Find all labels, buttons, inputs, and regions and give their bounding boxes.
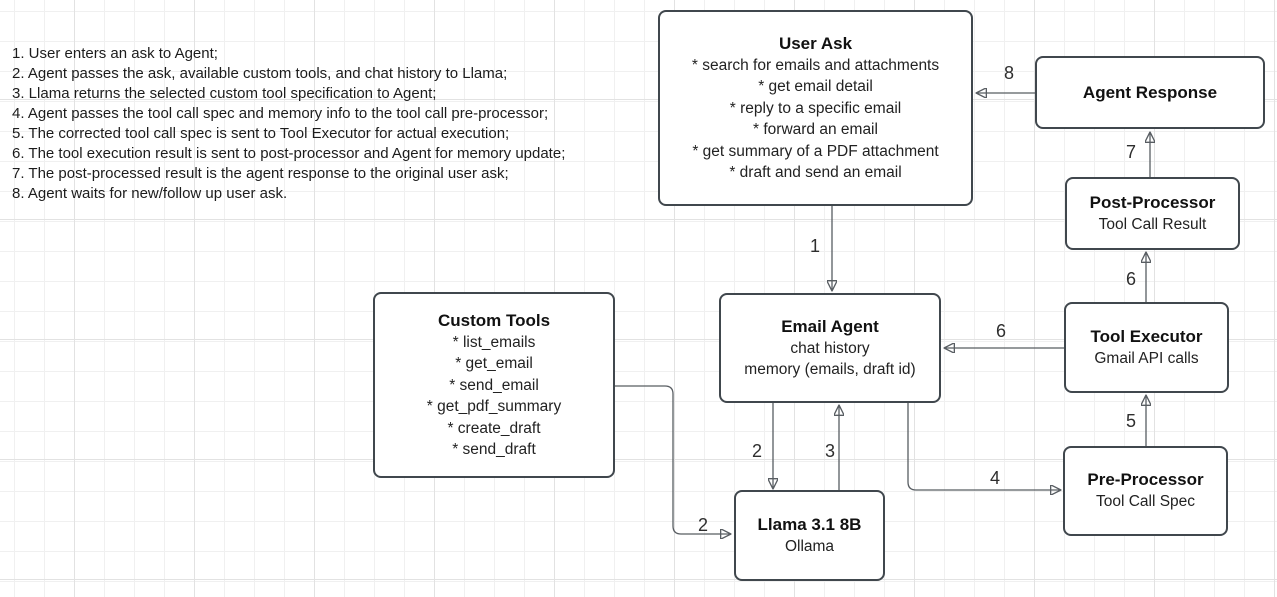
custom-tools-item: * get_pdf_summary [426, 398, 562, 415]
node-email-agent: Email Agent chat history memory (emails,… [719, 293, 941, 403]
node-custom-tools: Custom Tools * list_emails * get_email *… [373, 292, 615, 478]
user-ask-item: * get summary of a PDF attachment [692, 142, 939, 160]
edge-label-1: 1 [809, 236, 821, 256]
node-llama: Llama 3.1 8B Ollama [734, 490, 885, 581]
custom-tools-item: * create_draft [447, 419, 541, 437]
instruction-step: 7. The post-processed result is the agen… [12, 165, 509, 182]
edge-custom-tools-to-llama [615, 385, 730, 534]
custom-tools-item: * get_email [455, 355, 533, 372]
post-processor-title: Post-Processor [1089, 192, 1216, 212]
instructions-list: 1. User enters an ask to Agent; 2. Agent… [12, 44, 565, 204]
llama-title: Llama 3.1 8B [757, 514, 862, 534]
edge-label-7: 7 [1125, 142, 1137, 162]
pre-processor-title: Pre-Processor [1087, 470, 1204, 490]
custom-tools-item: * list_emails [452, 333, 536, 351]
edge-label-3: 3 [824, 441, 836, 461]
node-tool-executor: Tool Executor Gmail API calls [1064, 302, 1229, 393]
edge-label-8: 8 [1003, 63, 1015, 83]
tool-executor-title: Tool Executor [1090, 326, 1203, 346]
email-agent-line: memory (emails, draft id) [744, 361, 916, 378]
instruction-step: 2. Agent passes the ask, available custo… [12, 65, 508, 82]
custom-tools-item: * send_email [449, 376, 539, 394]
user-ask-item: * get email detail [758, 78, 873, 95]
edge-label-6-horizontal: 6 [995, 321, 1007, 341]
user-ask-title: User Ask [778, 33, 853, 53]
llama-subtitle: Ollama [784, 537, 835, 555]
custom-tools-item: * send_draft [452, 441, 536, 458]
node-post-processor: Post-Processor Tool Call Result [1065, 177, 1240, 250]
edge-label-4: 4 [989, 468, 1001, 488]
user-ask-item: * reply to a specific email [729, 99, 902, 117]
instruction-step: 6. The tool execution result is sent to … [12, 145, 566, 162]
instruction-step: 8. Agent waits for new/follow up user as… [12, 185, 288, 202]
tool-executor-subtitle: Gmail API calls [1094, 349, 1199, 367]
node-user-ask: User Ask * search for emails and attachm… [658, 10, 973, 206]
email-agent-line: chat history [790, 339, 870, 357]
instruction-step: 1. User enters an ask to Agent; [12, 45, 218, 62]
pre-processor-subtitle: Tool Call Spec [1095, 493, 1196, 511]
instruction-step: 3. Llama returns the selected custom too… [12, 85, 437, 102]
edge-label-5: 5 [1125, 411, 1137, 431]
post-processor-subtitle: Tool Call Result [1098, 215, 1207, 233]
edge-label-6-vertical: 6 [1125, 269, 1137, 289]
instruction-step: 4. Agent passes the tool call spec and m… [12, 105, 549, 122]
custom-tools-title: Custom Tools [437, 310, 551, 330]
node-pre-processor: Pre-Processor Tool Call Spec [1063, 446, 1228, 536]
user-ask-item: * search for emails and attachments [691, 56, 940, 74]
email-agent-title: Email Agent [781, 316, 879, 336]
edge-label-2-custom-tools: 2 [697, 515, 709, 535]
edge-email-agent-to-pre-processor [907, 403, 1060, 490]
instruction-step: 5. The corrected tool call spec is sent … [12, 125, 510, 142]
edge-label-2-email-agent: 2 [751, 441, 763, 461]
agent-response-title: Agent Response [1082, 82, 1218, 102]
node-agent-response: Agent Response [1035, 56, 1265, 129]
user-ask-item: * forward an email [753, 121, 878, 138]
user-ask-item: * draft and send an email [729, 164, 902, 181]
